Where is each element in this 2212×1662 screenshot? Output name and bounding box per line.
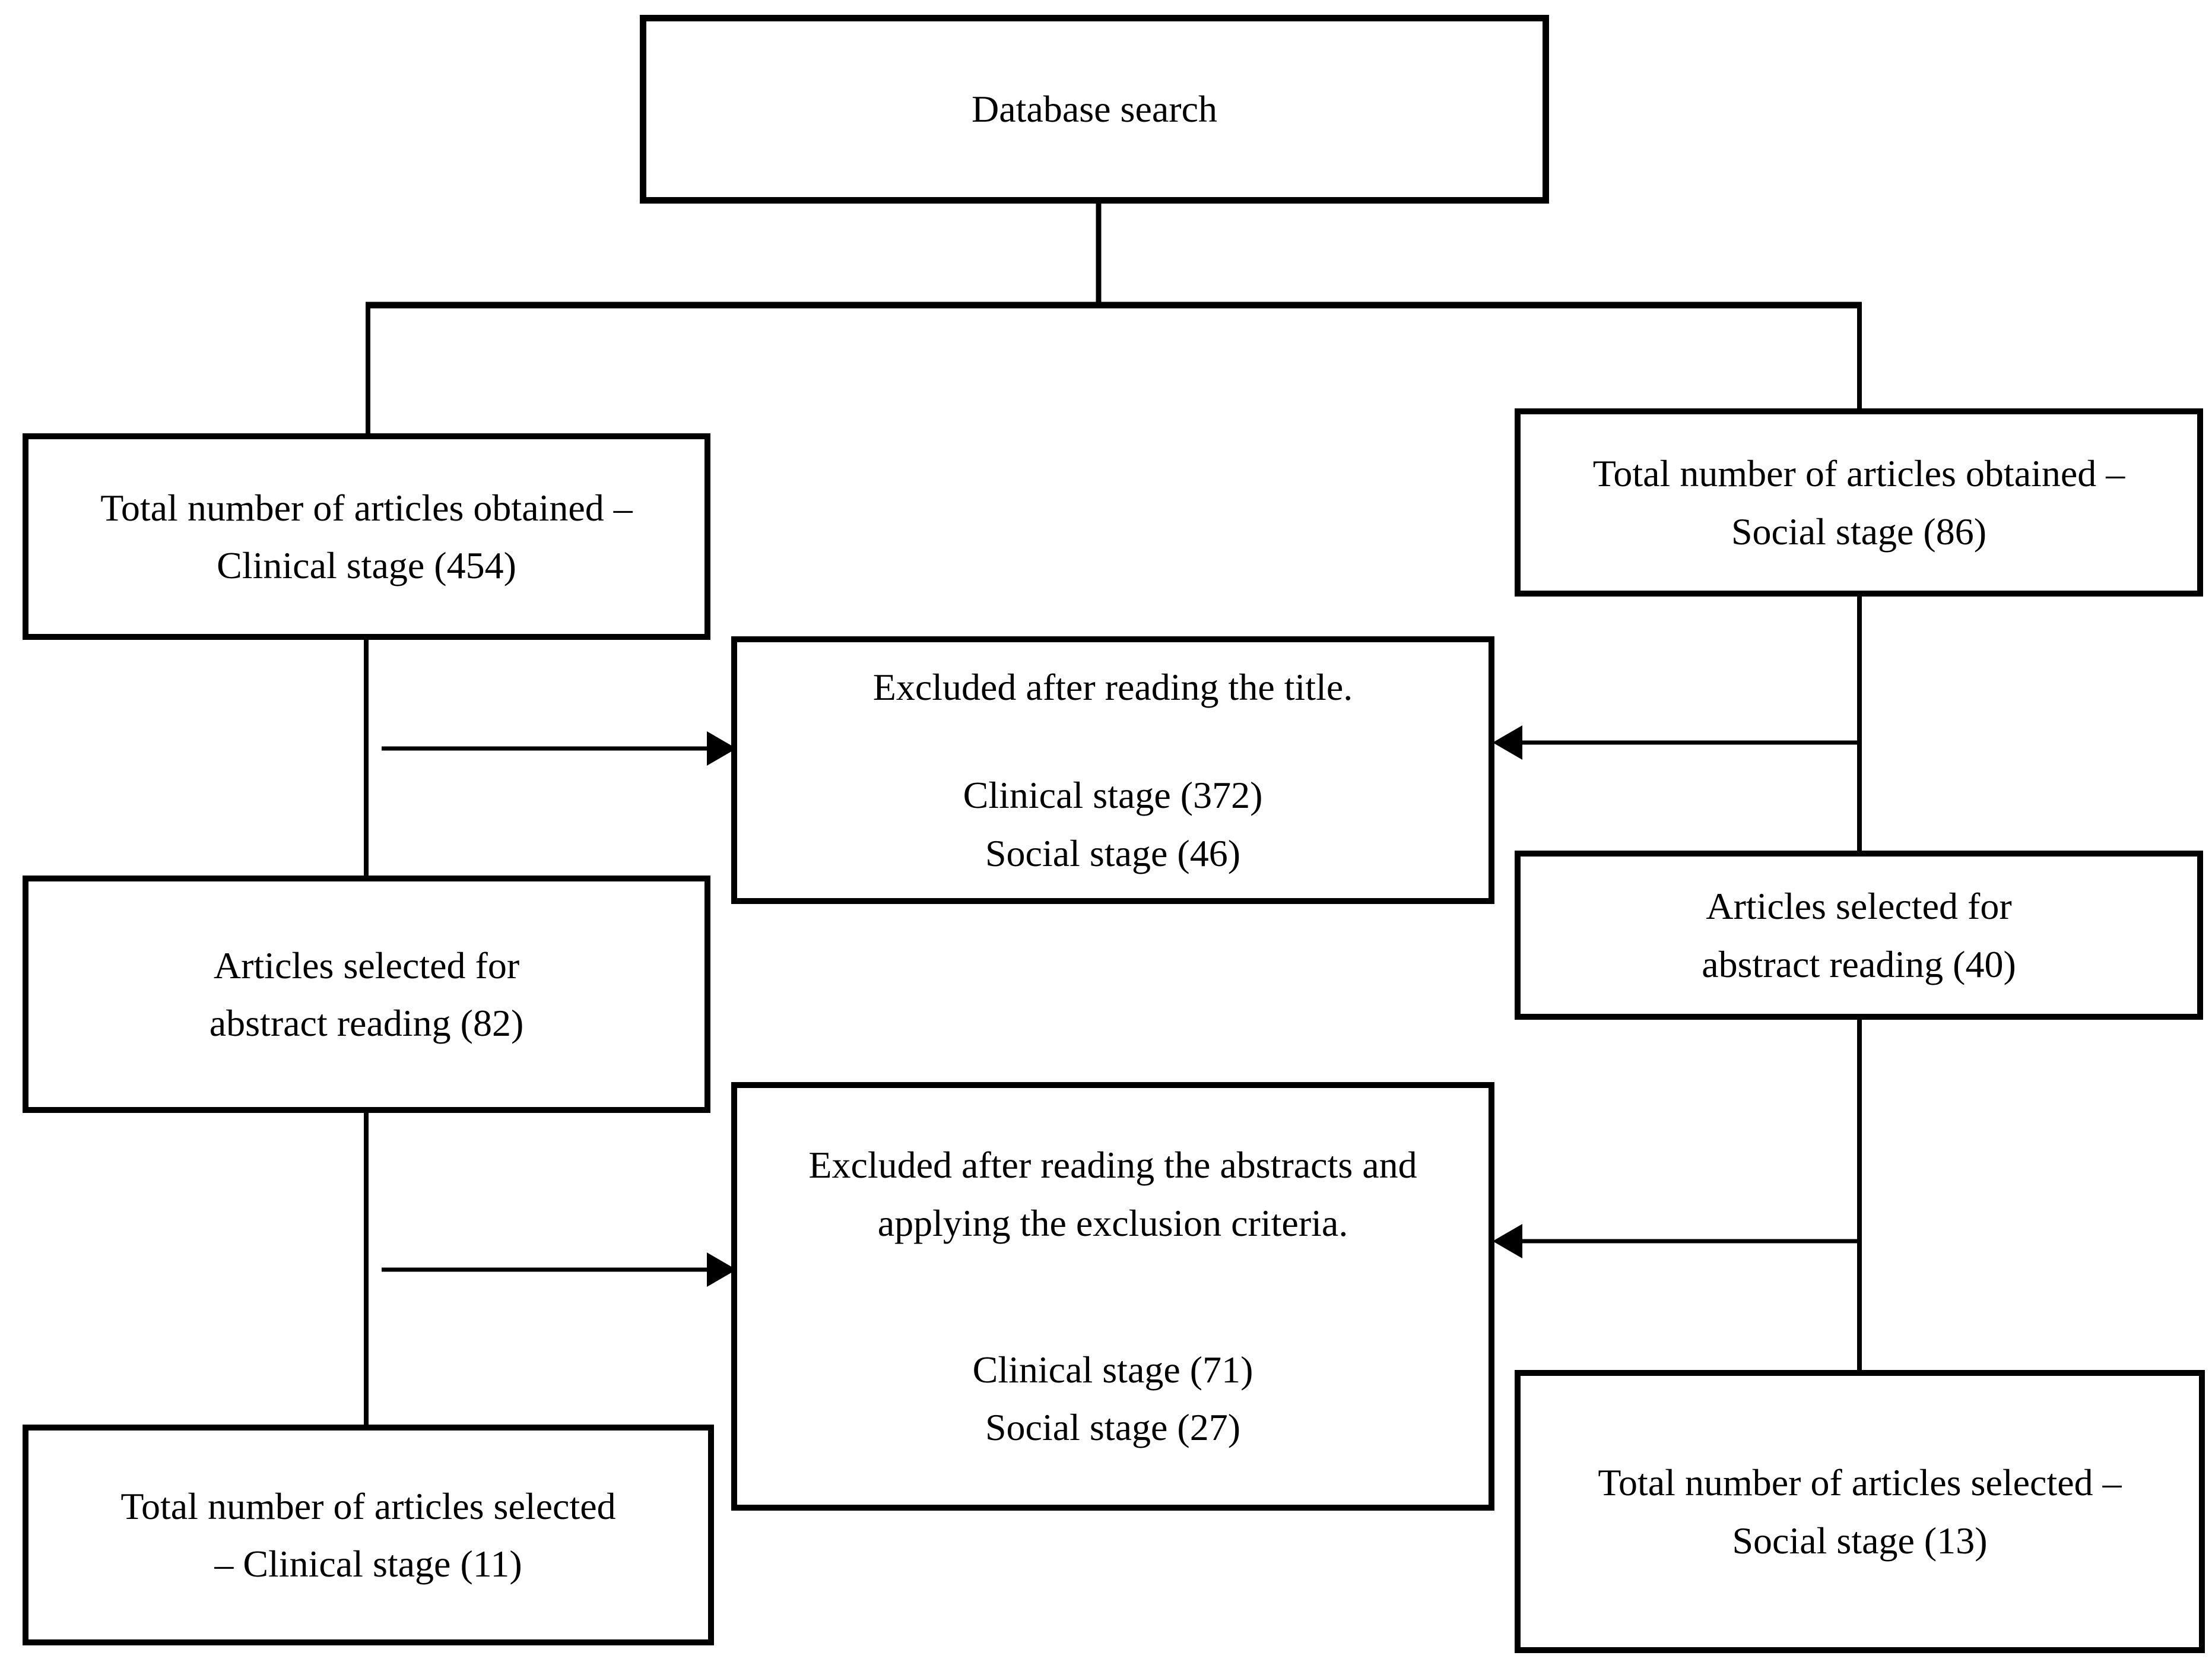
box-social-abstract-reading: Articles selected for abstract reading (… <box>1515 851 2203 1020</box>
box-database-search: Database search <box>640 15 1549 204</box>
database-search-label: Database search <box>972 88 1217 131</box>
clinical-abstract-line1: Articles selected for <box>213 944 520 987</box>
clinical-abstract-line2: abstract reading (82) <box>209 1002 524 1044</box>
clinical-selected-line1: Total number of articles selected <box>120 1485 616 1527</box>
arrowhead-social-to-excluded-abstract <box>1493 1224 1522 1258</box>
box-clinical-articles-obtained: Total number of articles obtained – Clin… <box>23 433 710 640</box>
clinical-obtained-line1: Total number of articles obtained – <box>100 486 633 529</box>
clinical-selected-line2: – Clinical stage (11) <box>214 1543 522 1585</box>
clinical-obtained-line2: Clinical stage (454) <box>217 544 516 586</box>
box-clinical-articles-selected: Total number of articles selected – Clin… <box>23 1425 714 1645</box>
social-obtained-line1: Total number of articles obtained – <box>1592 452 2125 495</box>
box-social-articles-obtained: Total number of articles obtained – Soci… <box>1515 408 2203 597</box>
social-abstract-line2: abstract reading (40) <box>1702 943 2016 985</box>
excluded-abstract-heading-line1: Excluded after reading the abstracts and <box>808 1144 1417 1187</box>
box-excluded-after-title: Excluded after reading the title. Clinic… <box>731 636 1494 904</box>
arrowhead-clinical-to-excluded-abstract <box>707 1252 737 1287</box>
box-excluded-after-abstract: Excluded after reading the abstracts and… <box>731 1082 1494 1511</box>
arrowhead-clinical-to-excluded-title <box>707 731 737 766</box>
box-social-articles-selected: Total number of articles selected – Soci… <box>1515 1370 2205 1653</box>
box-clinical-abstract-reading: Articles selected for abstract reading (… <box>23 876 710 1113</box>
social-obtained-line2: Social stage (86) <box>1731 510 1987 553</box>
social-abstract-line1: Articles selected for <box>1706 885 2012 928</box>
social-selected-line2: Social stage (13) <box>1732 1519 1988 1562</box>
arrowhead-social-to-excluded-title <box>1493 725 1522 760</box>
excluded-abstract-social-count: Social stage (27) <box>985 1406 1241 1449</box>
excluded-abstract-heading-line2: applying the exclusion criteria. <box>877 1201 1348 1244</box>
excluded-title-heading: Excluded after reading the title. <box>872 666 1353 709</box>
excluded-title-clinical-count: Clinical stage (372) <box>963 774 1263 817</box>
excluded-abstract-clinical-count: Clinical stage (71) <box>972 1349 1253 1391</box>
social-selected-line1: Total number of articles selected – <box>1598 1461 2122 1504</box>
excluded-title-social-count: Social stage (46) <box>985 832 1241 874</box>
